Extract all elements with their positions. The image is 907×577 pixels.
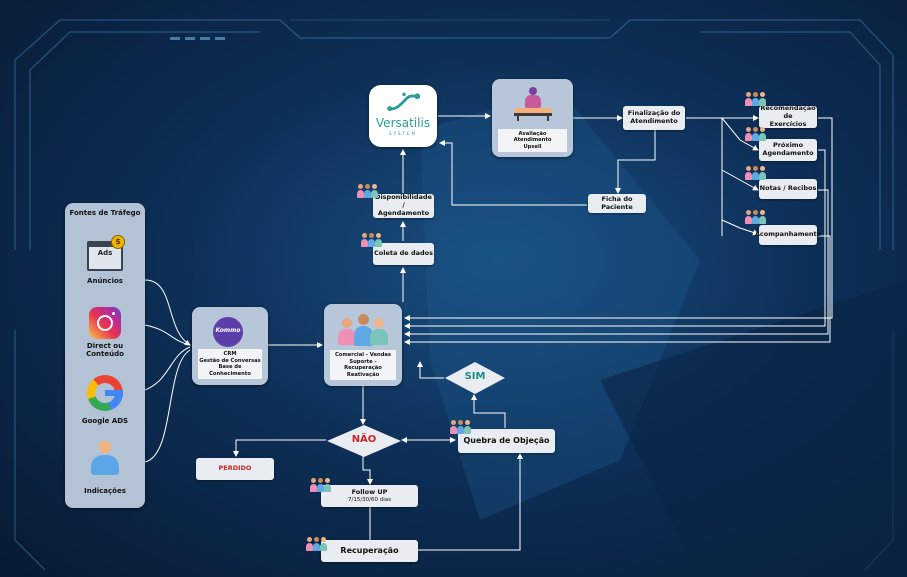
- commercial-card: Comercial - Vendas Suporte - Recuperação…: [324, 304, 402, 386]
- versatilis-sub: SYSTEM: [389, 131, 417, 136]
- kommo-logo-text: Kommo: [215, 327, 241, 334]
- ficha-paciente-box: Ficha do Paciente: [588, 194, 646, 213]
- nao-label: NÃO: [351, 434, 377, 445]
- output-proximo-agendamento: Próximo Agendamento: [759, 139, 817, 161]
- people-icon-acompanhamento: [745, 210, 767, 224]
- people-icon-notas: [745, 166, 767, 180]
- instagram-icon: [89, 307, 121, 339]
- dollar-icon: $: [111, 235, 125, 249]
- team-people-icon: [338, 314, 388, 348]
- commercial-label: Comercial - Vendas Suporte - Recuperação…: [330, 350, 396, 380]
- output-recomendacao: Recomendação de Exercícios: [759, 104, 817, 128]
- ads-badge-label: Ads: [97, 249, 113, 257]
- coleta-dados-box: Coleta de dados: [373, 243, 434, 265]
- sim-decision-diamond: [445, 362, 505, 394]
- disponibilidade-box: Disponibilidade / Agendamento: [373, 193, 434, 218]
- nao-decision-diamond: [327, 425, 401, 457]
- source-label-indicacoes: Indicações: [84, 487, 126, 495]
- avaliacao-card: Avaliação Atendimento Upsell: [492, 79, 573, 157]
- versatilis-logo-mark: [387, 92, 421, 112]
- people-icon-disponibilidade: [357, 184, 379, 198]
- crm-label: CRM Gestão de Conversas Base de Conhecim…: [198, 349, 262, 379]
- people-icon-coleta: [361, 233, 383, 247]
- versatilis-name: Versatilis: [375, 116, 431, 130]
- source-label-direct: Direct ou Conteúdo: [86, 342, 124, 359]
- google-icon: [87, 375, 123, 411]
- massage-treatment-icon: [514, 87, 552, 121]
- people-icon-followup: [310, 478, 332, 492]
- people-icon-quebra: [450, 420, 472, 434]
- people-icon-recuperacao: [306, 537, 328, 551]
- recuperacao-box: Recuperação: [321, 540, 418, 562]
- people-icon-recomendacao: [745, 92, 767, 106]
- ads-icon: Ads: [87, 241, 123, 271]
- source-label-google-ads: Google ADS: [81, 417, 129, 425]
- person-icon: [90, 441, 120, 477]
- finalizacao-box: Finalização do Atendimento: [623, 106, 685, 130]
- traffic-sources-title: Fontes de Tráfego: [69, 209, 141, 217]
- people-icon-proximo: [745, 127, 767, 141]
- quebra-objecao-box: Quebra de Objeção: [458, 429, 555, 453]
- crm-card: Kommo CRM Gestão de Conversas Base de Co…: [192, 307, 268, 385]
- perdido-box: PERDIDO: [196, 458, 274, 480]
- output-notas-recibos: Notas / Recibos: [759, 179, 817, 199]
- traffic-sources-panel: Fontes de Tráfego Ads $ Anúncios Direct …: [65, 203, 145, 508]
- sim-label: SIM: [464, 371, 486, 382]
- avaliacao-label: Avaliação Atendimento Upsell: [498, 128, 567, 152]
- output-acompanhamento: Acompanhamento: [755, 225, 821, 245]
- source-label-anuncios: Anúncios: [87, 277, 123, 285]
- versatilis-logo-card: Versatilis SYSTEM: [369, 85, 437, 147]
- kommo-logo: Kommo: [213, 317, 243, 347]
- followup-box: Follow UP 7/15/30/60 dias: [321, 485, 418, 507]
